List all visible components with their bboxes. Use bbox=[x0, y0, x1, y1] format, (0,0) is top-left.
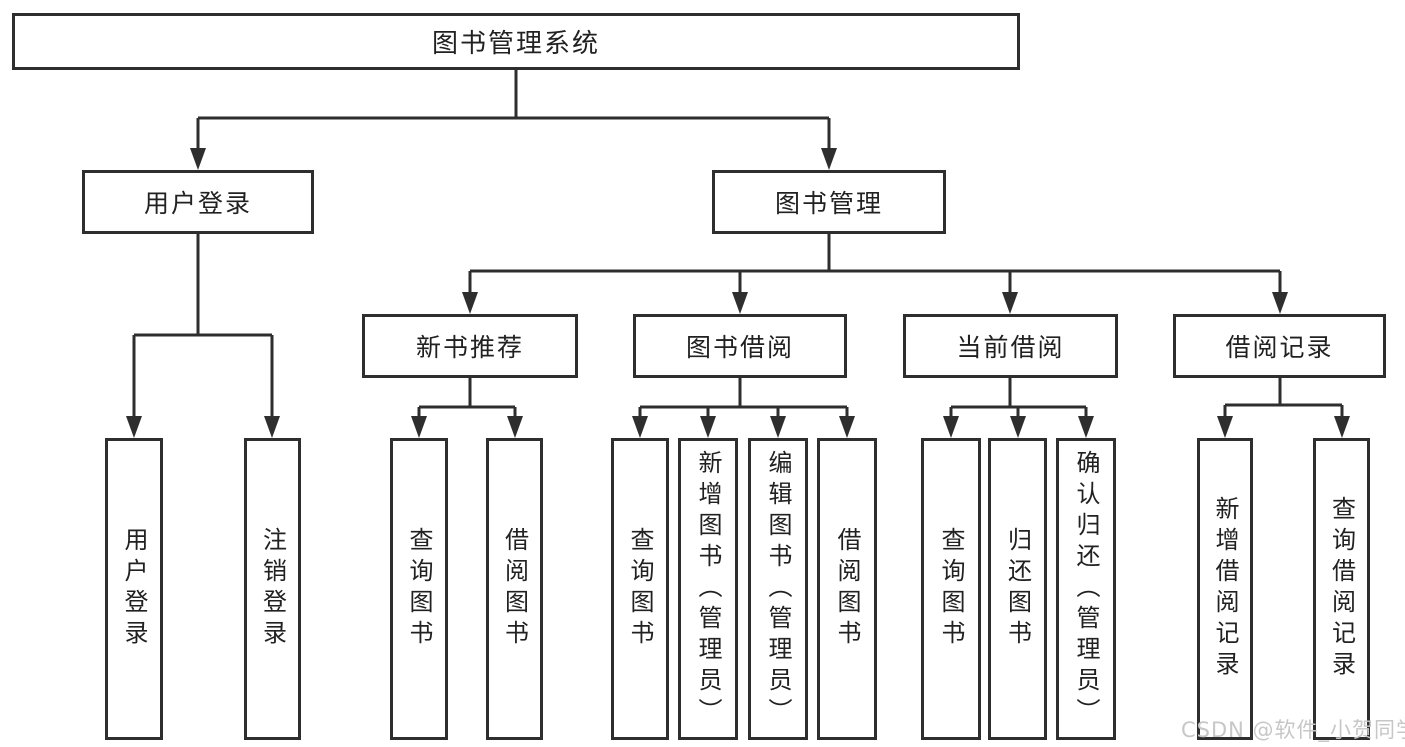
arrowhead-icon bbox=[264, 416, 280, 438]
arrowhead-icon bbox=[1272, 292, 1288, 314]
arrowhead-icon bbox=[126, 416, 142, 438]
node-leaf-query-borrow-record: 查询借阅记录 bbox=[1313, 438, 1370, 740]
node-leaf-query-book-current: 查询图书 bbox=[921, 438, 981, 740]
arrowhead-icon bbox=[507, 416, 523, 438]
arrowhead-icon bbox=[411, 416, 427, 438]
connector-current-borrow-to-leaves bbox=[943, 378, 1094, 438]
node-leaf-query-book-recommend: 查询图书 bbox=[390, 438, 448, 740]
connector-book-management-to-level3 bbox=[462, 234, 1288, 314]
node-current-borrow: 当前借阅 bbox=[903, 314, 1118, 378]
node-leaf-borrow-book-recommend: 借阅图书 bbox=[486, 438, 543, 740]
node-user-login: 用户登录 bbox=[82, 170, 314, 234]
node-leaf-logout: 注销登录 bbox=[244, 438, 301, 740]
node-leaf-edit-book-admin: 编辑图书（管理员） bbox=[748, 438, 808, 740]
connector-new-book-recommend-to-leaves bbox=[411, 378, 523, 438]
csdn-watermark: CSDN @软件_小贺同学 bbox=[1181, 718, 1405, 742]
node-leaf-return-book: 归还图书 bbox=[988, 438, 1047, 740]
arrowhead-icon bbox=[839, 416, 855, 438]
arrowhead-icon bbox=[732, 292, 748, 314]
node-new-book-recommend: 新书推荐 bbox=[362, 314, 578, 378]
connector-root-to-level2 bbox=[190, 70, 837, 170]
arrowhead-icon bbox=[462, 292, 478, 314]
arrowhead-icon bbox=[1334, 416, 1350, 438]
node-book-borrow: 图书借阅 bbox=[633, 314, 847, 378]
node-book-management: 图书管理 bbox=[712, 170, 946, 234]
arrowhead-icon bbox=[821, 148, 837, 170]
arrowhead-icon bbox=[1002, 292, 1018, 314]
node-leaf-user-login: 用户登录 bbox=[105, 438, 163, 740]
arrowhead-icon bbox=[1010, 416, 1026, 438]
node-leaf-confirm-return-admin: 确认归还（管理员） bbox=[1056, 438, 1116, 740]
node-borrow-records: 借阅记录 bbox=[1173, 314, 1386, 378]
connector-user-login-to-leaves bbox=[126, 234, 280, 438]
arrowhead-icon bbox=[770, 416, 786, 438]
connector-book-borrow-to-leaves bbox=[632, 378, 855, 438]
node-leaf-query-book-borrow: 查询图书 bbox=[611, 438, 669, 740]
arrowhead-icon bbox=[1078, 416, 1094, 438]
connector-borrow-records-to-leaves bbox=[1217, 378, 1350, 438]
arrowhead-icon bbox=[1217, 416, 1233, 438]
arrowhead-icon bbox=[943, 416, 959, 438]
node-leaf-add-borrow-record: 新增借阅记录 bbox=[1197, 438, 1253, 740]
node-leaf-borrow-book: 借阅图书 bbox=[817, 438, 877, 740]
arrowhead-icon bbox=[700, 416, 716, 438]
arrowhead-icon bbox=[632, 416, 648, 438]
node-root-library-system: 图书管理系统 bbox=[12, 13, 1020, 70]
node-leaf-add-book-admin: 新增图书（管理员） bbox=[678, 438, 738, 740]
arrowhead-icon bbox=[190, 148, 206, 170]
